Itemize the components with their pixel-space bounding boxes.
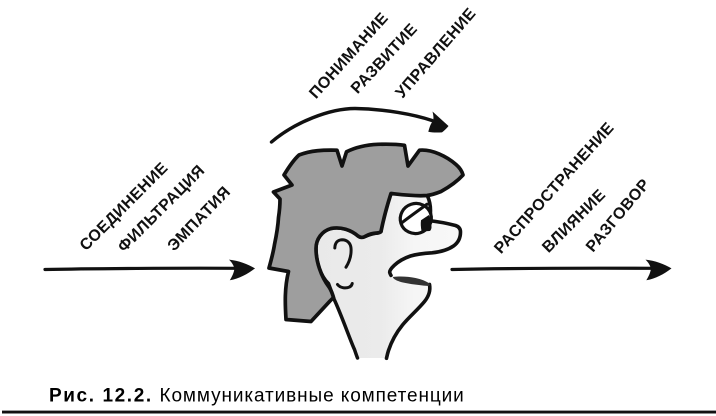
svg-text:Коммуникативные компетенции: Коммуникативные компетенции [160, 386, 465, 407]
svg-text:РАЗГОВОР: РАЗГОВОР [583, 176, 654, 256]
svg-text:УПРАВЛЕНИЕ: УПРАВЛЕНИЕ [393, 5, 480, 101]
svg-text:Рис. 12.2.: Рис. 12.2. [49, 386, 153, 407]
